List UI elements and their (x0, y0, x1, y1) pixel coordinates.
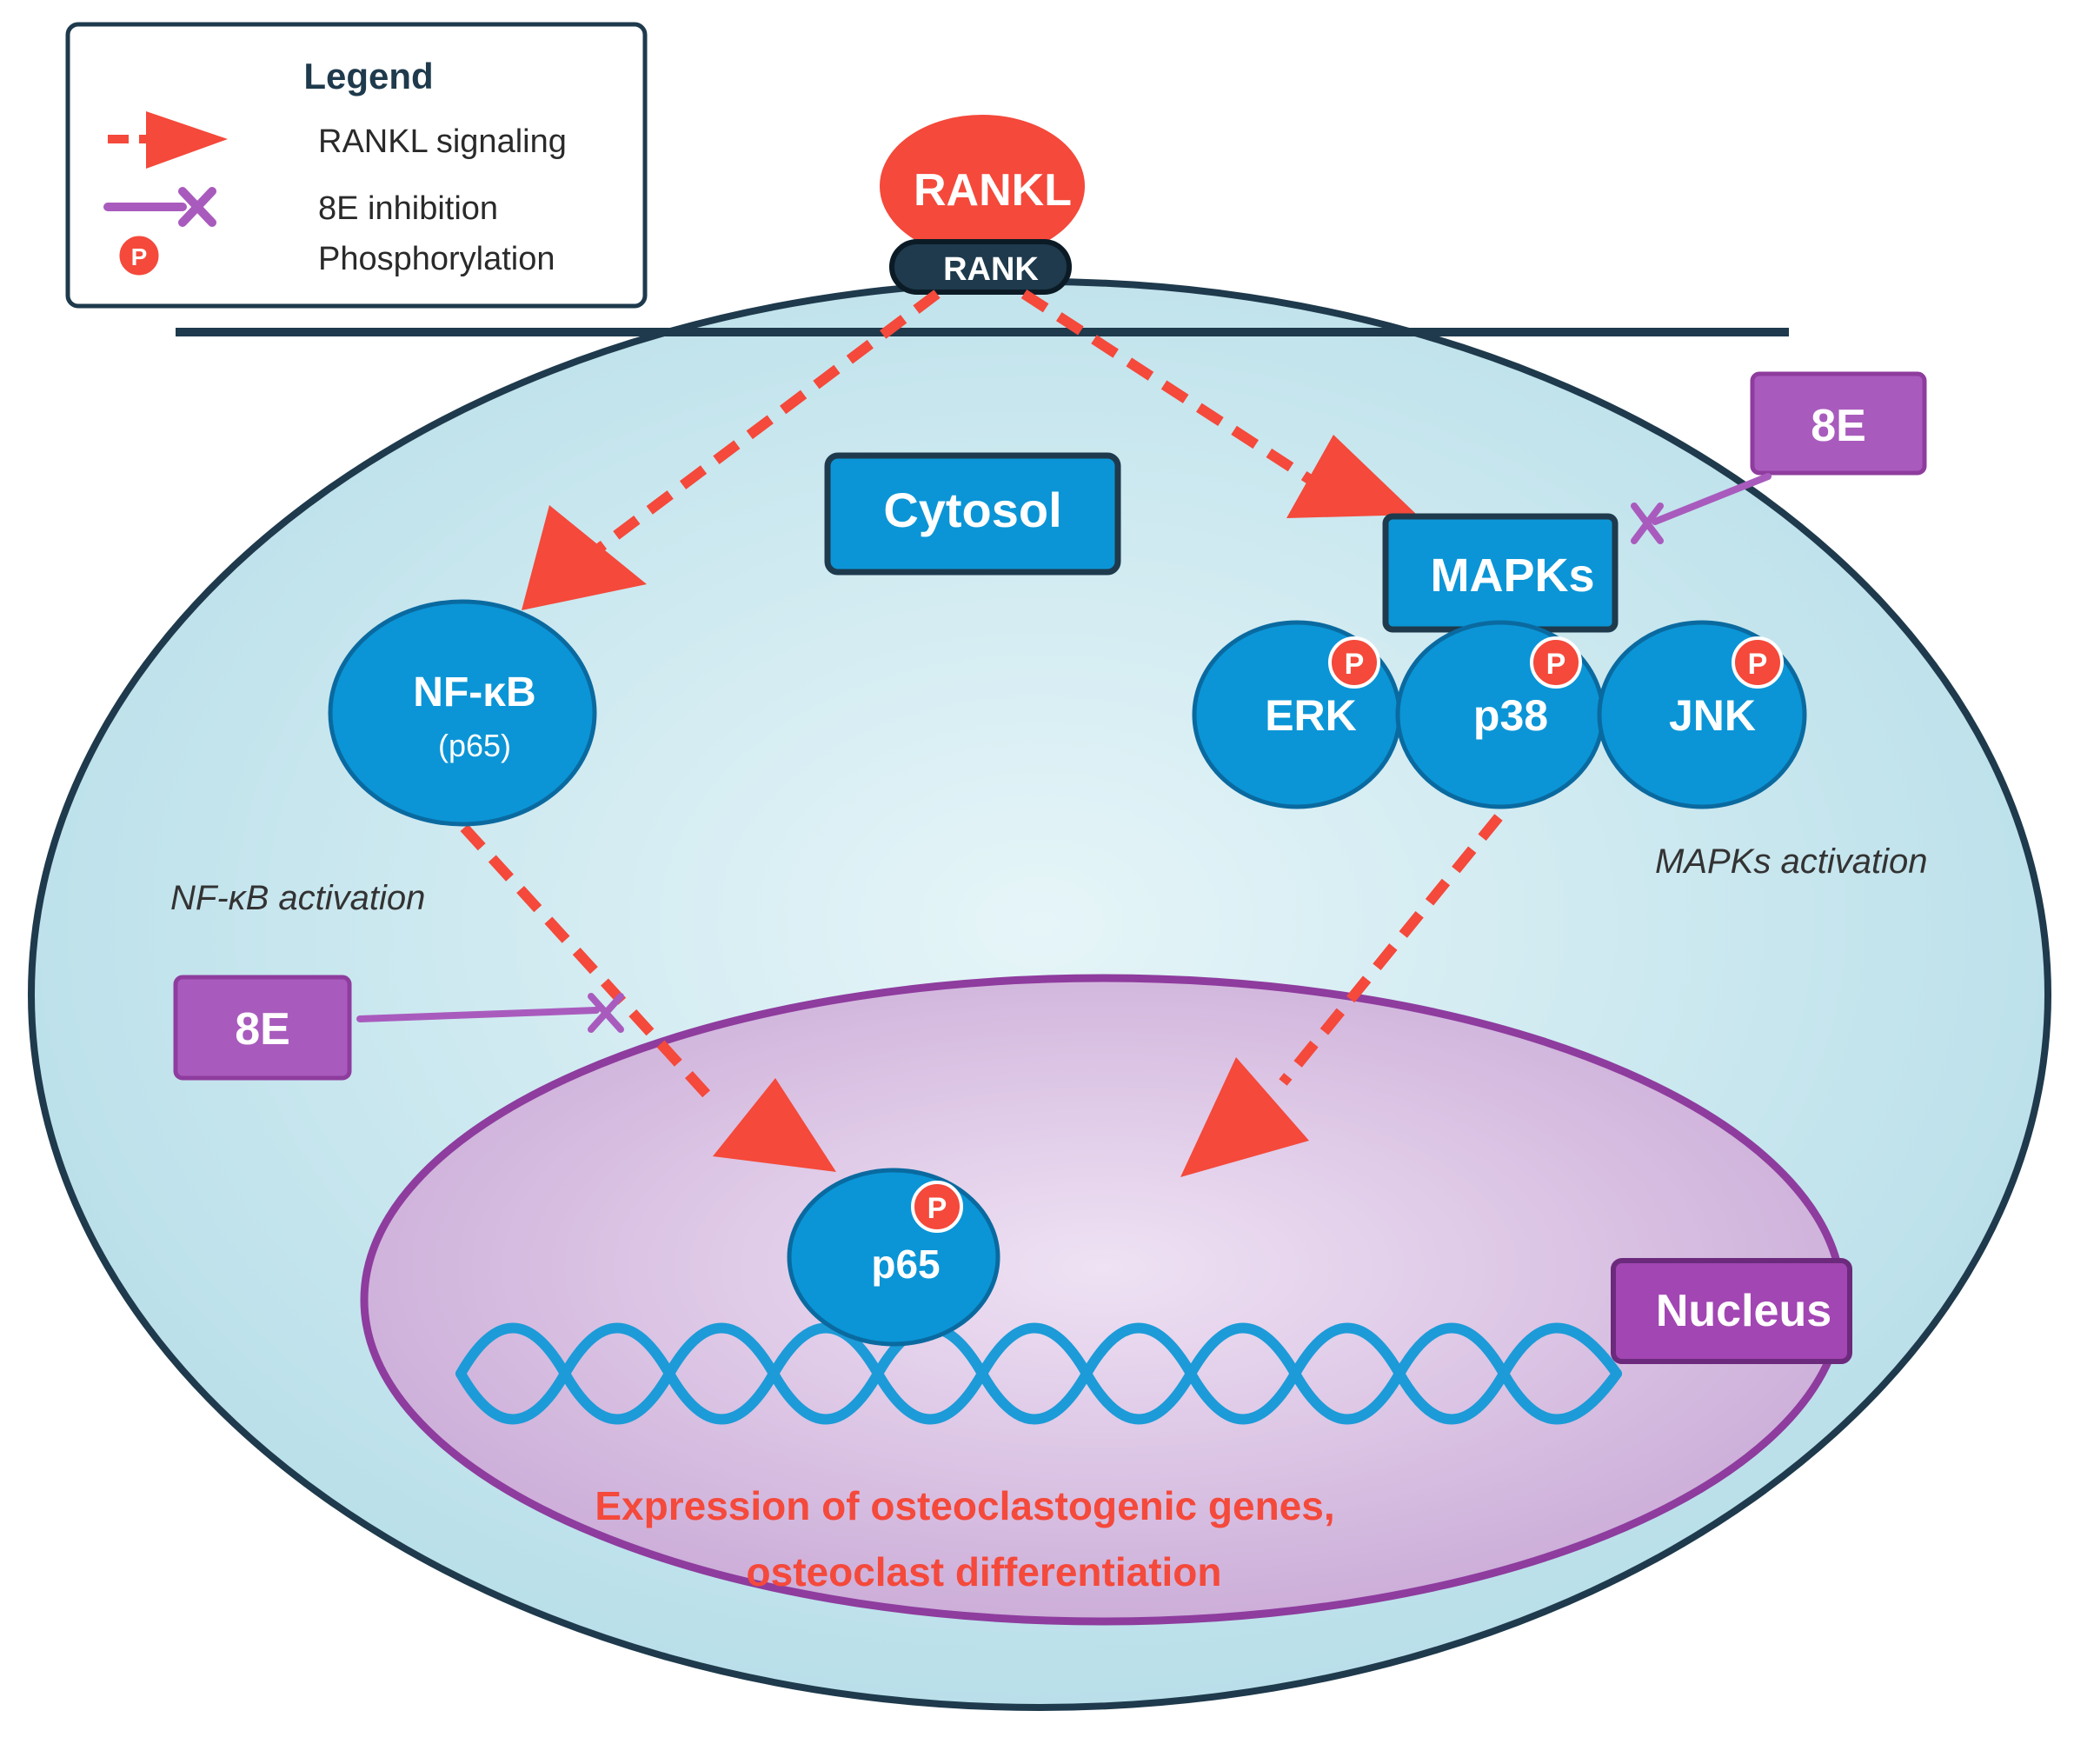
erk-kinase-node: ERK P (1192, 620, 1402, 809)
nfkb-activation-label: NF-κB activation (170, 879, 425, 917)
rankl-ligand: RANKL (876, 111, 1088, 261)
signal-arrow-rank-to-mapks (1020, 289, 1417, 518)
dna-helix-icon (455, 1322, 1622, 1425)
outcome-text-line1: Expression of osteoclastogenic genes, (595, 1483, 1334, 1528)
signal-arrow-rank-to-nfkb (522, 290, 941, 610)
svg-text:Cytosol: Cytosol (883, 483, 1061, 537)
svg-text:(p65): (p65) (438, 728, 511, 763)
svg-text:P: P (927, 1192, 947, 1225)
svg-text:Nucleus: Nucleus (1656, 1286, 1831, 1336)
rank-receptor: RANK (889, 239, 1072, 295)
nucleus-label: Nucleus (1611, 1258, 1852, 1364)
svg-text:RANKL: RANKL (914, 165, 1072, 216)
svg-text:P: P (1345, 648, 1365, 681)
svg-text:p65: p65 (871, 1241, 940, 1287)
inhibition-x-icon (356, 993, 624, 1033)
svg-text:P: P (1748, 648, 1768, 681)
svg-text:P: P (1546, 648, 1566, 681)
phospho-badge-icon: P (1530, 636, 1582, 689)
dashed-arrow-icon (108, 111, 228, 169)
phospho-badge-icon: P (116, 233, 162, 278)
signal-arrow-p38-to-nucleus (1180, 814, 1503, 1177)
cytosol-label: Cytosol (824, 452, 1121, 576)
svg-text:p38: p38 (1473, 691, 1548, 740)
svg-text:RANK: RANK (943, 251, 1039, 288)
phospho-badge-icon: P (1328, 636, 1380, 689)
svg-text:8E: 8E (235, 1004, 290, 1055)
inhibition-x-icon (103, 187, 216, 227)
mapks-activation-label: MAPKs activation (1655, 842, 1927, 881)
phospho-badge-icon: P (911, 1181, 963, 1233)
jnk-kinase-node: JNK P (1597, 620, 1807, 809)
outcome-text-line2: osteoclast differentiation (747, 1549, 1222, 1594)
nfkb-p65-node: NF-κB (p65) (328, 599, 597, 827)
legend-title: Legend (303, 56, 433, 97)
svg-text:P: P (131, 243, 148, 270)
legend-label-rankl-signaling: RANKL signaling (318, 123, 567, 160)
inhibition-x-icon (1631, 473, 1772, 544)
mapks-box: MAPKs (1382, 513, 1619, 633)
svg-text:MAPKs: MAPKs (1430, 549, 1594, 602)
svg-text:ERK: ERK (1265, 691, 1357, 740)
signal-arrow-nfkb-to-p65 (460, 823, 836, 1172)
legend-label-phosphorylation: Phosphorylation (318, 241, 555, 277)
svg-text:NF-κB: NF-κB (413, 669, 535, 716)
inhibitor-8e-nfkb: 8E (173, 975, 352, 1081)
inhibitor-8e-mapks: 8E (1750, 371, 1927, 476)
phospho-badge-icon: P (1732, 636, 1784, 689)
svg-text:JNK: JNK (1669, 691, 1756, 740)
legend-box: Legend RANKL signaling 8E inhibition P P… (65, 22, 648, 309)
legend-label-8e-inhibition: 8E inhibition (318, 190, 498, 227)
p38-kinase-node: p38 P (1395, 620, 1605, 809)
svg-text:8E: 8E (1811, 401, 1866, 451)
nuclear-p65-node: p65 P (787, 1168, 1000, 1347)
